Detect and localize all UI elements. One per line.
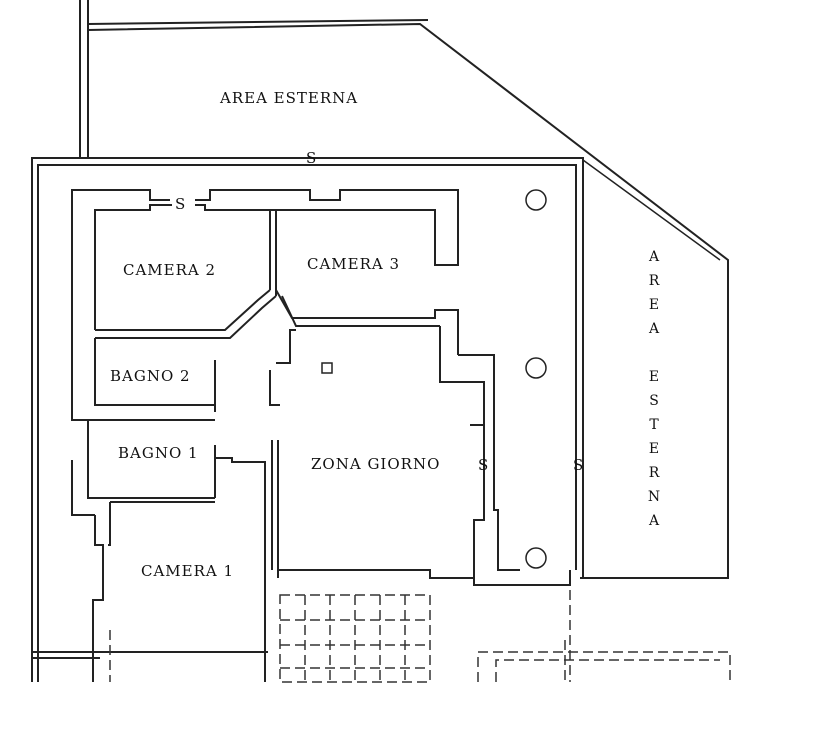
side-letter: T — [649, 417, 659, 433]
side-letter: N — [648, 489, 660, 505]
interior-walls — [71, 189, 571, 682]
pillar-icon — [525, 357, 547, 379]
room-label-camera-1: CAMERA 1 — [141, 562, 234, 580]
s-marker: S — [306, 149, 317, 167]
apartment-perimeter — [31, 157, 584, 682]
side-letter: A — [648, 321, 660, 337]
side-letter: A — [648, 249, 660, 265]
room-label-zona-giorno: ZONA GIORNO — [311, 455, 440, 473]
side-letter: A — [648, 513, 660, 529]
side-letter: R — [649, 465, 660, 481]
pillar-icon — [525, 547, 547, 569]
square-pillar-icon — [321, 362, 333, 374]
side-letter: E — [649, 297, 659, 313]
side-letter: E — [649, 441, 659, 457]
s-marker: S — [478, 456, 489, 474]
pillar-icon — [525, 189, 547, 211]
room-label-bagno-2: BAGNO 2 — [110, 367, 191, 385]
room-label-bagno-1: BAGNO 1 — [118, 444, 199, 462]
room-label-area-esterna: AREA ESTERNA — [219, 89, 358, 107]
room-label-area-esterna-side: A R E A E S T E R N A — [648, 249, 660, 529]
side-letter: S — [649, 393, 659, 409]
lower-dashed-structures — [109, 590, 731, 683]
external-area-boundary — [79, 0, 729, 579]
side-letter: R — [649, 273, 660, 289]
s-marker: S — [573, 456, 584, 474]
side-letter: E — [649, 369, 659, 385]
room-label-camera-3: CAMERA 3 — [307, 255, 400, 273]
room-label-camera-2: CAMERA 2 — [123, 261, 216, 279]
s-marker: S — [175, 195, 186, 213]
